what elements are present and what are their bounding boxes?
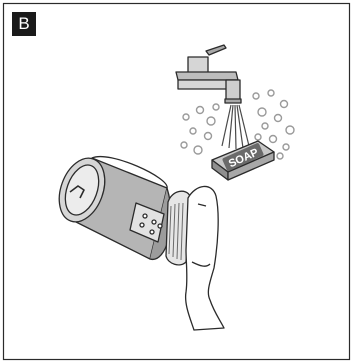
step-badge: B: [12, 12, 36, 36]
panel-border: [4, 4, 350, 360]
